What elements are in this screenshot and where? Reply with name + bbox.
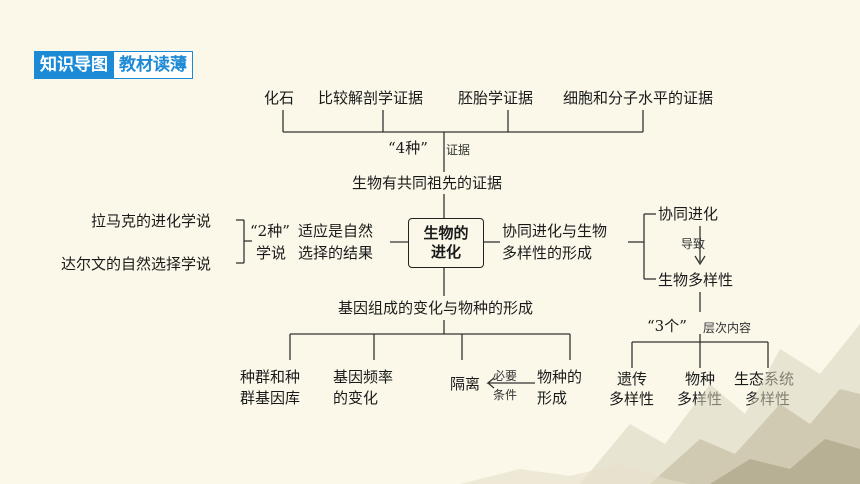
center-node-line1: 生物的 bbox=[423, 224, 469, 242]
evidence-type-label: 证据 bbox=[446, 143, 471, 157]
level-item: 物种 bbox=[685, 370, 716, 388]
coevolution-arrow-label: 导致 bbox=[681, 237, 706, 251]
section-header: 知识导图 教材读薄 bbox=[34, 51, 193, 79]
level-item: 多样性 bbox=[609, 390, 655, 408]
theory-type-label: 学说 bbox=[256, 244, 287, 262]
species-formation: 形成 bbox=[537, 389, 568, 407]
coevolution-top: 协同进化 bbox=[658, 205, 719, 223]
gene-pool: 种群和种 bbox=[240, 368, 301, 386]
landscape-decoration bbox=[460, 324, 860, 484]
evidence-summary: 生物有共同祖先的证据 bbox=[352, 174, 503, 192]
isolation: 隔离 bbox=[450, 375, 481, 393]
species-formation: 物种的 bbox=[537, 368, 583, 386]
evidence-count-label: “4种” bbox=[388, 139, 428, 157]
center-node: 生物的 进化 bbox=[408, 218, 484, 268]
gene-pool: 群基因库 bbox=[240, 389, 301, 407]
level-item: 遗传 bbox=[617, 370, 648, 388]
level-label: 层次内容 bbox=[703, 321, 752, 335]
evidence-item: 比较解剖学证据 bbox=[318, 89, 424, 107]
evidence-item: 化石 bbox=[264, 89, 295, 107]
coevolution-node: 多样性的形成 bbox=[502, 244, 593, 262]
theory-conclusion: 选择的结果 bbox=[298, 244, 374, 262]
required-condition: 必要 bbox=[493, 369, 518, 383]
theory-conclusion: 适应是自然 bbox=[298, 222, 374, 240]
coevolution-bottom: 生物多样性 bbox=[658, 271, 734, 289]
center-node-line2: 进化 bbox=[430, 243, 461, 261]
tag-knowledge-map: 知识导图 bbox=[35, 52, 113, 78]
gene-frequency: 的变化 bbox=[333, 389, 379, 407]
level-count-label: “3个” bbox=[647, 317, 687, 335]
gene-frequency: 基因频率 bbox=[333, 368, 394, 386]
tag-textbook-summary: 教材读薄 bbox=[113, 52, 192, 78]
required-condition: 条件 bbox=[493, 388, 518, 402]
evidence-item: 细胞和分子水平的证据 bbox=[563, 89, 714, 107]
coevolution-node: 协同进化与生物 bbox=[502, 222, 608, 240]
theory-item: 拉马克的进化学说 bbox=[91, 212, 212, 230]
evidence-item: 胚胎学证据 bbox=[458, 89, 534, 107]
theory-count-label: “2种” bbox=[250, 222, 290, 240]
theory-item: 达尔文的自然选择学说 bbox=[61, 255, 212, 273]
species-title: 基因组成的变化与物种的形成 bbox=[338, 299, 534, 317]
